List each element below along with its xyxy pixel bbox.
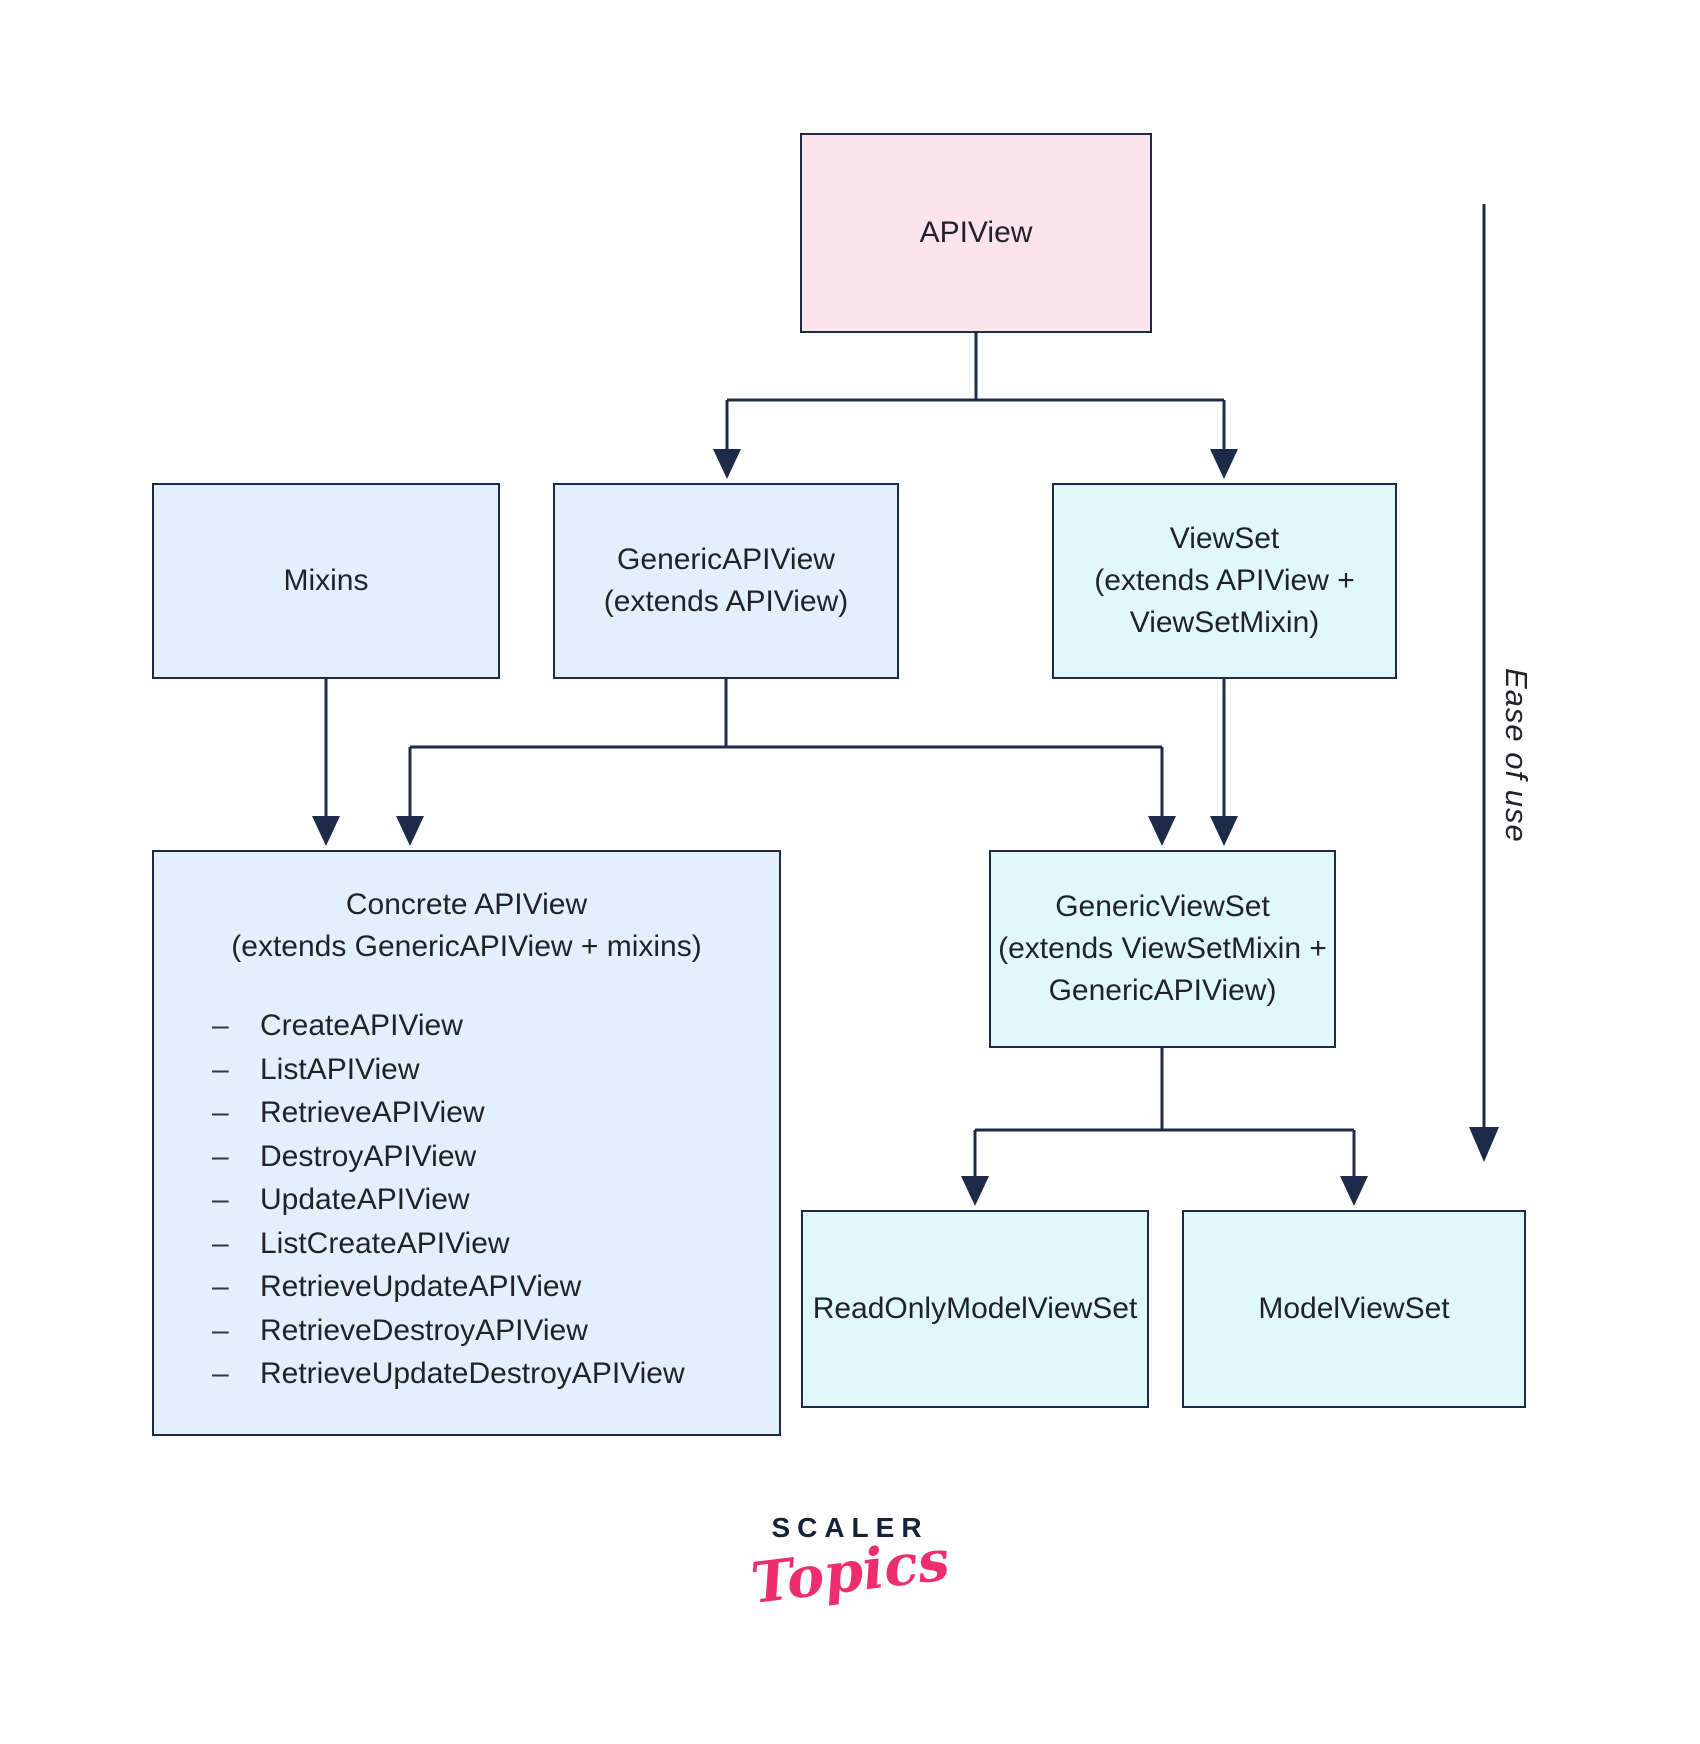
node-apiview: APIView [800,133,1152,333]
scaler-topics-logo: SCALER Topics [0,1512,1700,1617]
topics-wordmark: Topics [747,1527,953,1617]
list-item-label: RetrieveAPIView [260,1096,485,1129]
ease-of-use-arrowhead [1469,1127,1499,1162]
concrete-apiview-list-item: – RetrieveAPIView [212,1091,685,1135]
concrete-apiview-list-item: – RetrieveUpdateAPIView [212,1265,685,1309]
scaler-wordmark: SCALER [771,1512,929,1543]
node-viewset: ViewSet (extends APIView + ViewSetMixin) [1052,483,1397,679]
list-item-label: RetrieveUpdateAPIView [260,1270,582,1303]
node-generic-viewset: GenericViewSet (extends ViewSetMixin + G… [989,850,1336,1048]
list-item-label: CreateAPIView [260,1009,463,1042]
list-dash-glyph: – [212,1226,229,1260]
arrowhead-genericviewset-left [1148,816,1176,846]
concrete-apiview-list-item: – ListAPIView [212,1048,685,1092]
node-apiview-label: APIView [919,216,1033,249]
node-mixins-label: Mixins [283,564,369,597]
concrete-apiview-list-item: – CreateAPIView [212,1004,685,1048]
list-item-label: RetrieveDestroyAPIView [260,1313,588,1347]
list-item-label: UpdateAPIView [260,1183,470,1216]
node-viewset-subtitle-1: (extends APIView + [1094,564,1355,597]
concrete-apiview-list-item: – RetrieveDestroyAPIView [212,1309,685,1353]
node-generic-viewset-subtitle-2: GenericAPIView) [1048,974,1277,1007]
node-generic-apiview-title: GenericAPIView [617,543,835,576]
node-generic-apiview: GenericAPIView (extends APIView) [553,483,899,679]
node-viewset-subtitle-2: ViewSetMixin) [1129,606,1320,639]
arrowhead-genericapiview [713,449,741,479]
node-modelviewset-label: ModelViewSet [1258,1292,1450,1325]
node-generic-viewset-subtitle-1: (extends ViewSetMixin + [998,932,1327,965]
list-item-label: ListCreateAPIView [260,1226,510,1260]
concrete-apiview-list: – CreateAPIView – ListAPIView – Retrieve… [212,1004,685,1396]
list-dash-glyph: – [212,1096,229,1129]
arrowhead-readonly [961,1176,989,1206]
concrete-apiview-list-item: – RetrieveUpdateDestroyAPIView [212,1352,685,1396]
node-generic-viewset-title: GenericViewSet [1055,890,1270,923]
ease-of-use-label: Ease of use [1499,668,1534,843]
arrowhead-mixins-concrete [312,816,340,846]
list-dash-glyph: – [212,1357,229,1390]
concrete-apiview-list-item: – DestroyAPIView [212,1135,685,1179]
list-item-label: RetrieveUpdateDestroyAPIView [260,1357,685,1390]
node-concrete-subtitle: (extends GenericAPIView + mixins) [231,930,702,963]
arrowhead-model [1340,1176,1368,1206]
node-viewset-title: ViewSet [1169,522,1280,555]
list-dash-glyph: – [212,1052,229,1086]
node-concrete-apiview: Concrete APIView (extends GenericAPIView… [152,850,781,1436]
node-concrete-title: Concrete APIView [345,888,588,921]
list-dash-glyph: – [212,1183,229,1216]
arrowhead-genericviewset-right [1210,816,1238,846]
list-item-label: ListAPIView [260,1052,420,1086]
node-readonly-modelviewset: ReadOnlyModelViewSet [801,1210,1149,1408]
concrete-apiview-list-item: – ListCreateAPIView [212,1222,685,1266]
concrete-apiview-list-item: – UpdateAPIView [212,1178,685,1222]
arrowhead-genericapiview-concrete [396,816,424,846]
node-readonly-modelviewset-label: ReadOnlyModelViewSet [812,1292,1138,1325]
list-dash-glyph: – [212,1313,229,1347]
arrowhead-viewset [1210,449,1238,479]
list-item-label: DestroyAPIView [260,1139,477,1173]
list-dash-glyph: – [212,1270,229,1303]
node-generic-apiview-subtitle: (extends APIView) [603,585,849,618]
node-modelviewset: ModelViewSet [1182,1210,1526,1408]
list-dash-glyph: – [212,1009,229,1042]
node-mixins: Mixins [152,483,500,679]
list-dash-glyph: – [212,1139,229,1173]
